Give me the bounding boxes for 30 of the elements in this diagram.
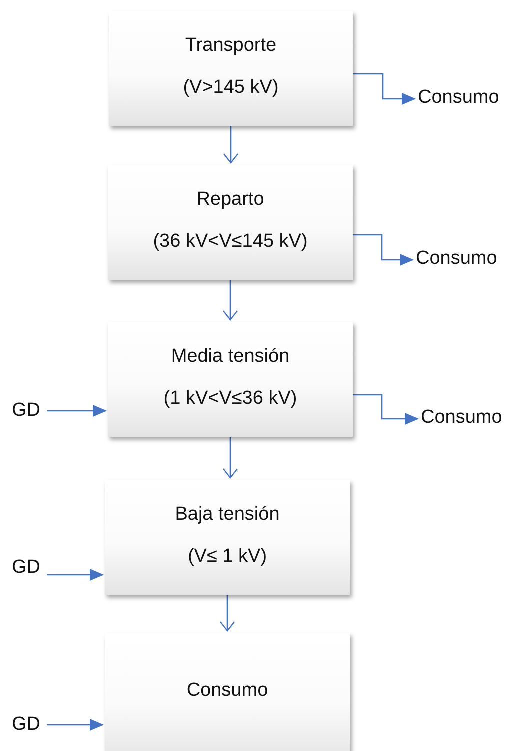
- arrow: [353, 394, 419, 425]
- node-text: GD: [12, 713, 40, 737]
- box-title: Baja tensión: [175, 503, 280, 527]
- box-title: Media tensión: [171, 345, 290, 369]
- process-box: [108, 322, 353, 437]
- process-box: [105, 633, 350, 751]
- arrow: [222, 437, 238, 479]
- arrow: [220, 595, 236, 632]
- box-subtitle: (36 kV<V≤145 kV): [153, 230, 308, 254]
- box-subtitle: (V>145 kV): [183, 76, 279, 100]
- box-subtitle: (1 kV<V≤36 kV): [164, 387, 298, 411]
- process-box: [109, 11, 353, 126]
- node-text: Consumo: [421, 406, 502, 430]
- node-text: Consumo: [416, 247, 498, 271]
- node-text: Consumo: [418, 86, 500, 110]
- process-box: [105, 480, 350, 595]
- process-box: [108, 165, 353, 280]
- arrow: [47, 569, 104, 581]
- box-title: Transporte: [185, 34, 277, 58]
- arrow: [222, 280, 238, 321]
- arrow: [223, 126, 239, 164]
- arrow: [47, 719, 104, 731]
- arrow: [353, 73, 416, 105]
- node-text: GD: [12, 399, 40, 423]
- arrow: [353, 234, 414, 266]
- box-title: Reparto: [196, 188, 264, 212]
- arrow: [47, 405, 107, 417]
- box-title: Consumo: [186, 679, 268, 703]
- node-text: GD: [12, 556, 40, 580]
- box-subtitle: (V≤ 1 kV): [188, 545, 268, 569]
